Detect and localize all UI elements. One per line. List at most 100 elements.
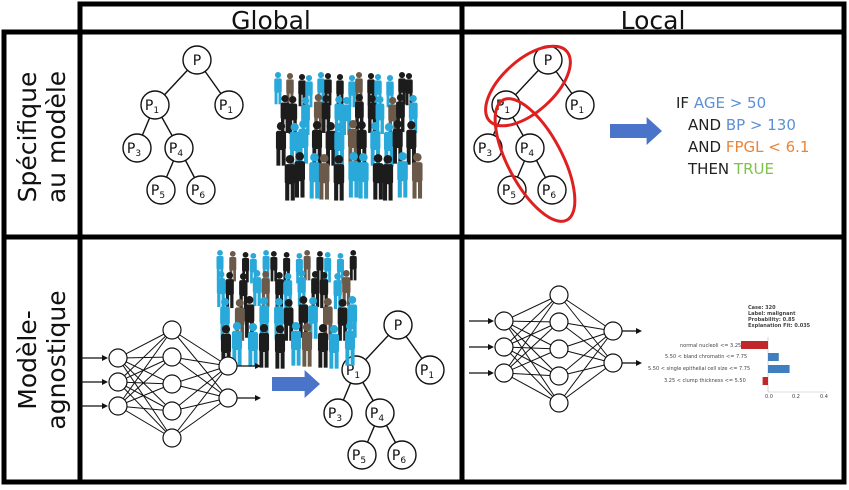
global-agnostic-tree-node-subscript: 1 — [428, 371, 434, 381]
person-body — [392, 128, 403, 149]
person-leg — [370, 149, 375, 166]
person-body — [247, 331, 259, 352]
person-leg — [270, 269, 274, 282]
person-body — [275, 130, 287, 151]
person-head — [319, 154, 329, 163]
person-body — [382, 164, 394, 185]
person-body — [313, 101, 323, 119]
person-body — [311, 278, 320, 295]
person-head — [335, 96, 343, 104]
person-body — [372, 163, 384, 184]
person-body — [354, 101, 364, 119]
person-head — [221, 325, 231, 334]
person-head — [270, 251, 277, 257]
person-leg — [322, 118, 326, 133]
nn-global-agnostic-output-arrowhead — [255, 395, 261, 401]
person-body — [342, 277, 351, 294]
row-label-model-agnostic: Modèle- agnostique — [13, 290, 71, 429]
person-leg — [307, 350, 312, 367]
rule-then: THEN — [688, 160, 734, 178]
person-head — [262, 271, 270, 278]
nn-global-agnostic-edge — [117, 329, 173, 383]
rule-line-2: AND BP > 130 — [676, 114, 809, 136]
person-head — [393, 120, 402, 129]
lime-bar — [768, 365, 790, 373]
person-leg — [275, 352, 280, 369]
person-head — [335, 123, 344, 132]
person-head — [250, 253, 257, 259]
person-body — [356, 129, 367, 150]
person-leg — [405, 93, 409, 106]
person-body — [239, 280, 248, 297]
lime-tick-0: 0.0 — [765, 394, 773, 400]
rule-bp: BP > 130 — [725, 116, 796, 134]
person-leg — [358, 181, 363, 199]
global-specific-tree-node-label: P — [193, 53, 201, 69]
global-agnostic-tree-node — [415, 355, 445, 385]
person-leg — [276, 149, 281, 166]
nn-local-agnostic-input-arrowhead — [488, 318, 494, 324]
person-body — [318, 163, 330, 184]
person-leg — [288, 119, 293, 134]
global-specific-tree-node-subscript: 5 — [159, 191, 165, 201]
person-leg — [245, 321, 249, 338]
person-body — [386, 81, 394, 96]
nn-global-agnostic-edge — [171, 365, 229, 439]
person-head — [355, 94, 363, 102]
person-body — [231, 330, 243, 351]
person-body — [295, 259, 303, 273]
person-body — [305, 81, 313, 96]
person-head — [299, 296, 308, 304]
lime-feature-3: 5.50 < single epithelial cell size <= 7.… — [648, 366, 751, 372]
person-leg — [323, 323, 328, 340]
person-leg — [334, 352, 339, 369]
person-head — [396, 94, 405, 102]
person-body — [225, 279, 234, 296]
person-leg — [307, 268, 311, 281]
person-body — [289, 131, 300, 152]
person-head — [398, 72, 406, 79]
row-label-model-agnostic-line1: Modèle- — [13, 310, 42, 410]
person-leg — [368, 118, 372, 133]
crowd-global-agnostic — [216, 250, 358, 369]
person-leg — [413, 118, 418, 133]
nn-local-agnostic-neuron — [494, 363, 514, 383]
lime-bar — [741, 341, 768, 349]
person-body — [234, 307, 245, 326]
person-body — [322, 306, 333, 325]
nn-local-agnostic-neuron — [494, 311, 514, 331]
person-head — [290, 123, 299, 132]
nn-global-agnostic-edge — [117, 383, 173, 407]
person-head — [299, 120, 308, 129]
local-specific-tree-node — [565, 90, 595, 120]
person-body — [367, 102, 377, 120]
global-specific-tree-node — [146, 175, 176, 205]
person-body — [309, 162, 320, 183]
person-leg — [280, 352, 285, 369]
person-head — [348, 120, 358, 129]
person-head — [324, 73, 332, 80]
person-body — [383, 131, 395, 152]
person-body — [397, 161, 408, 182]
person-head — [289, 96, 297, 104]
local-specific-tree-node — [515, 133, 545, 163]
person-leg — [338, 324, 342, 341]
person-leg — [354, 180, 359, 198]
person-body — [334, 131, 345, 152]
person-leg — [393, 120, 397, 135]
nn-global-agnostic-edge — [117, 405, 173, 439]
nn-global-agnostic-edge — [117, 381, 173, 439]
person-head — [409, 95, 417, 103]
lime-tick-1: 0.2 — [792, 394, 800, 400]
person-leg — [296, 349, 301, 366]
global-specific-tree-node — [214, 90, 244, 120]
global-agnostic-tree-node-subscript: 5 — [360, 456, 366, 466]
person-body — [270, 257, 278, 271]
rule-and-1: AND — [688, 116, 726, 134]
nn-global-agnostic-edge — [171, 365, 229, 385]
person-head — [336, 74, 344, 81]
person-leg — [350, 268, 353, 281]
nn-global-agnostic-neuron — [162, 428, 182, 448]
nn-local-agnostic-edge — [503, 294, 560, 322]
person-leg — [274, 323, 279, 340]
